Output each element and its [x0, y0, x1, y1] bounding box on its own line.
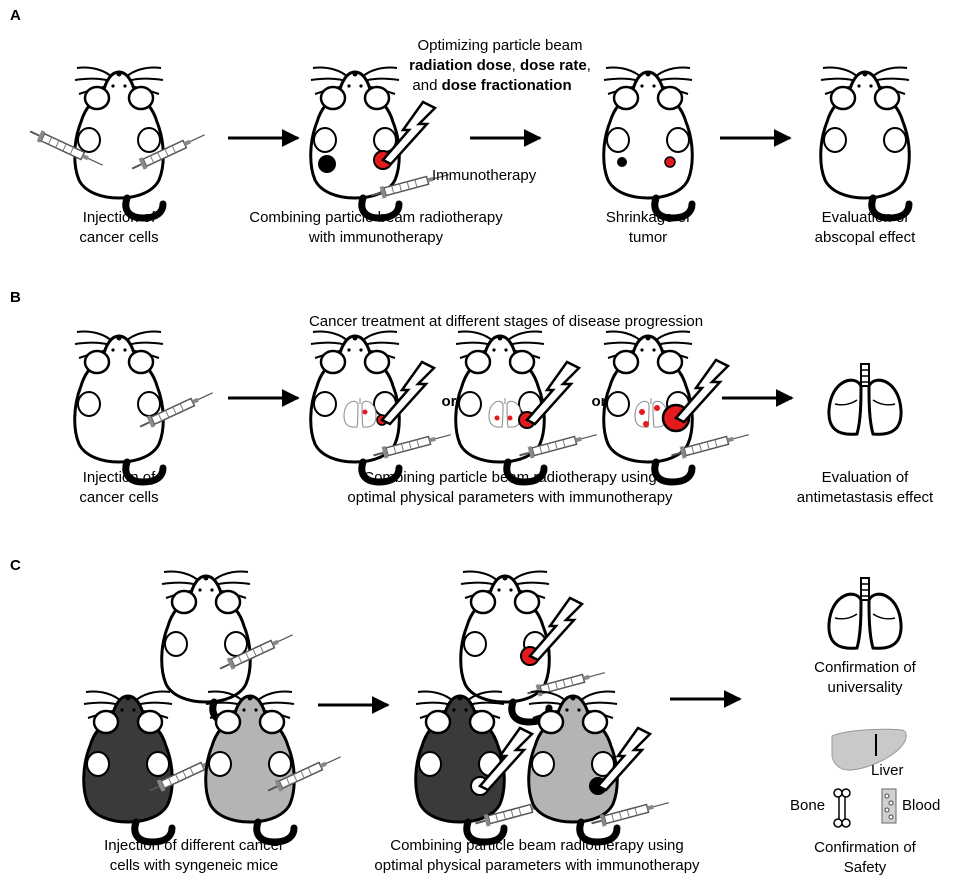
metastasis-dot: [643, 421, 649, 427]
or-label-1: or: [442, 393, 457, 410]
caption-a1-line1: Injection of: [83, 209, 156, 226]
or-label-2: or: [592, 393, 607, 410]
panel-b-title: Cancer treatment at different stages of …: [309, 313, 703, 330]
bone-label: Bone: [790, 797, 825, 814]
caption-c4-line2: Safety: [844, 859, 887, 876]
metastasis-dot: [639, 409, 645, 415]
liver-icon: [831, 728, 907, 771]
blood-label: Blood: [902, 797, 940, 814]
tumor-red-small: [664, 156, 676, 168]
blood-vessel-icon: [881, 788, 897, 824]
bone-icon: [833, 788, 851, 828]
caption-c3-line2: universality: [827, 679, 903, 696]
caption-c1-line2: cells with syngeneic mice: [110, 857, 278, 874]
caption-a4-line1: Evaluation of: [822, 209, 910, 226]
tumor-black: [318, 155, 336, 173]
immunotherapy-label: Immunotherapy: [432, 167, 537, 184]
metastasis-dot: [362, 409, 368, 415]
caption-b1-line2: cancer cells: [79, 489, 158, 506]
caption-a3-line1: Shrinkage of: [606, 209, 691, 226]
mouse-icon: [84, 691, 173, 842]
lungs-icon: [827, 362, 903, 436]
caption-a3-line2: tumor: [629, 229, 667, 246]
mouse-icon: [162, 571, 251, 722]
caption-a2-line2: with immunotherapy: [308, 229, 444, 246]
liver-label: Liver: [871, 762, 904, 779]
lungs-icon: [827, 576, 903, 650]
mouse-icon: [75, 67, 164, 218]
caption-a4-line2: abscopal effect: [815, 229, 916, 246]
caption-a1-line2: cancer cells: [79, 229, 158, 246]
panel-b-letter: B: [10, 289, 21, 306]
panel-a-letter: A: [10, 7, 21, 24]
caption-b2-line1: Combining particle beam radiotherapy usi…: [363, 469, 657, 486]
caption-b2-line2: optimal physical parameters with immunot…: [347, 489, 673, 506]
optimizing-line1: Optimizing particle beam: [417, 37, 582, 54]
caption-b3-line2: antimetastasis effect: [797, 489, 934, 506]
optimizing-line2: radiation dose, dose rate,: [409, 57, 591, 74]
caption-c2-line2: optimal physical parameters with immunot…: [374, 857, 700, 874]
mouse-icon: [461, 571, 550, 722]
caption-c1-line1: Injection of different cancer: [104, 837, 284, 854]
caption-c4-line1: Confirmation of: [814, 839, 917, 856]
mouse-icon: [75, 331, 164, 482]
optimizing-line3: and dose fractionation: [412, 77, 571, 94]
tumor-black-small: [617, 157, 627, 167]
mouse-icon: [604, 67, 693, 218]
mouse-icon: [821, 67, 910, 218]
mouse-icon: [206, 691, 295, 842]
caption-b3-line1: Evaluation of: [822, 469, 910, 486]
metastasis-dot: [654, 405, 660, 411]
metastasis-dot: [494, 415, 500, 421]
metastasis-dot: [507, 415, 513, 421]
panel-c-letter: C: [10, 557, 21, 574]
caption-c2-line1: Combining particle beam radiotherapy usi…: [390, 837, 684, 854]
caption-a2-line1: Combining particle beam radiotherapy: [249, 209, 503, 226]
caption-b1-line1: Injection of: [83, 469, 156, 486]
caption-c3-line1: Confirmation of: [814, 659, 917, 676]
